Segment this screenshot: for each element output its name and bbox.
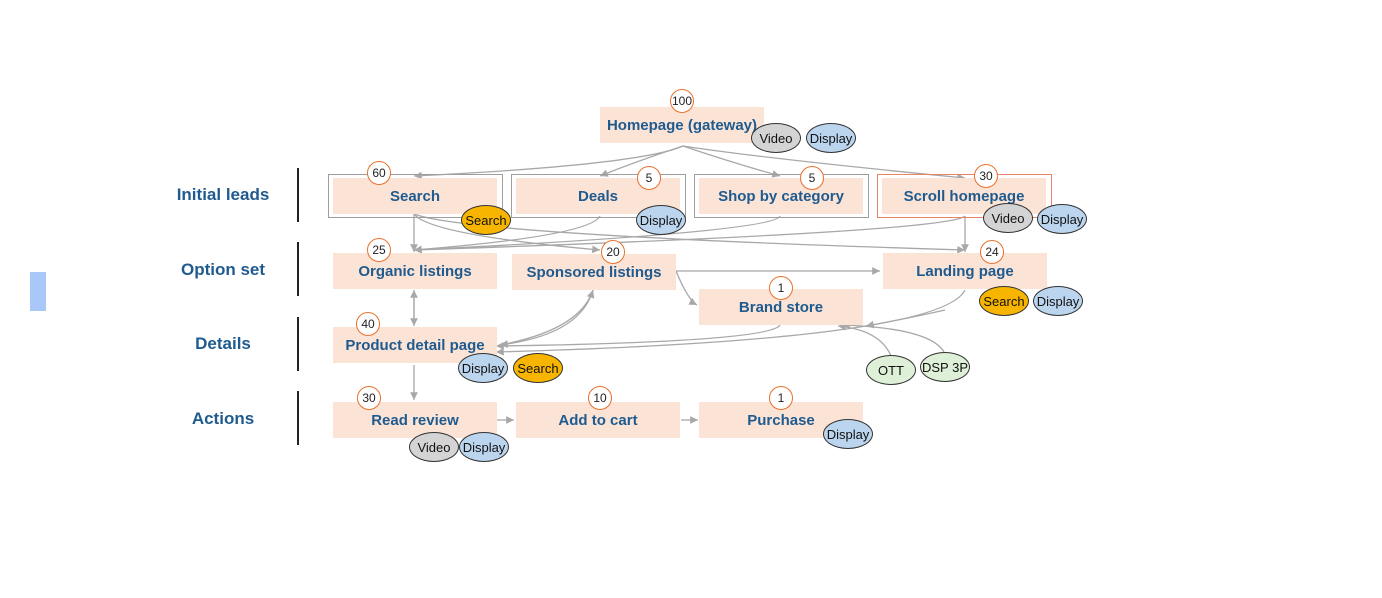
shop-by-category-frame (694, 174, 869, 218)
node-search: Search (333, 178, 497, 214)
row-label-option-set: Option set (180, 260, 266, 279)
row-divider (297, 317, 299, 371)
count-badge-search: 60 (367, 161, 391, 185)
tag-display: Display (823, 419, 873, 449)
tag-video: Video (983, 203, 1033, 233)
search-frame (328, 174, 503, 218)
count-badge-homepage: 100 (670, 89, 694, 113)
tag-display: Display (1037, 204, 1087, 234)
tag-display: Display (636, 205, 686, 235)
row-divider (297, 391, 299, 445)
count-badge-scroll-homepage: 30 (974, 164, 998, 188)
tag-display: Display (806, 123, 856, 153)
count-badge-read-review: 30 (357, 386, 381, 410)
tag-search: Search (513, 353, 563, 383)
count-badge-shop-by-category: 5 (800, 166, 824, 190)
count-badge-organic-listings: 25 (367, 238, 391, 262)
node-homepage: Homepage (gateway) (600, 107, 764, 143)
row-divider (297, 242, 299, 296)
row-label-details: Details (195, 334, 251, 353)
count-badge-sponsored-listings: 20 (601, 240, 625, 264)
deals-frame (511, 174, 686, 218)
tag-search: Search (461, 205, 511, 235)
tag-dsp-3p: DSP 3P (920, 352, 970, 382)
count-badge-deals: 5 (637, 166, 661, 190)
count-badge-add-to-cart: 10 (588, 386, 612, 410)
tag-display: Display (458, 353, 508, 383)
row-divider (297, 168, 299, 222)
row-label-initial-leads: Initial leads (176, 185, 270, 204)
node-read-review: Read review (333, 402, 497, 438)
tag-video: Video (751, 123, 801, 153)
tag-display: Display (1033, 286, 1083, 316)
tag-search: Search (979, 286, 1029, 316)
tag-video: Video (409, 432, 459, 462)
scroll-homepage-frame (877, 174, 1052, 218)
node-shop-by-category: Shop by category (699, 178, 863, 214)
tag-ott: OTT (866, 355, 916, 385)
node-sponsored-listings: Sponsored listings (512, 254, 676, 290)
node-landing-page: Landing page (883, 253, 1047, 289)
count-badge-purchase: 1 (769, 386, 793, 410)
accent-marker (30, 272, 46, 311)
node-add-to-cart: Add to cart (516, 402, 680, 438)
node-scroll-homepage: Scroll homepage (882, 178, 1046, 214)
node-organic-listings: Organic listings (333, 253, 497, 289)
count-badge-product-detail-page: 40 (356, 312, 380, 336)
count-badge-brand-store: 1 (769, 276, 793, 300)
row-label-actions: Actions (191, 409, 255, 428)
count-badge-landing-page: 24 (980, 240, 1004, 264)
tag-display: Display (459, 432, 509, 462)
